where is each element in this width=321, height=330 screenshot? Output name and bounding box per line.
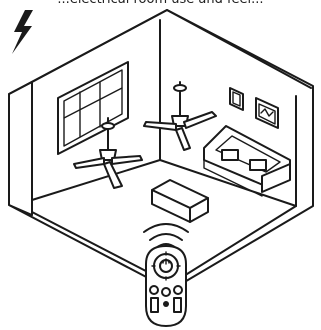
ceiling-fan-left: [74, 118, 142, 188]
window: [58, 62, 128, 154]
ceiling-fan-right: [144, 82, 216, 150]
lightning-bolt-icon: [12, 10, 33, 54]
remote-control-icon: [146, 246, 186, 326]
picture-frame-large: [256, 98, 278, 128]
wireless-signal-icon: [144, 224, 188, 248]
coffee-table: [152, 180, 208, 222]
picture-frame-small: [230, 88, 243, 110]
sofa: [204, 126, 290, 196]
